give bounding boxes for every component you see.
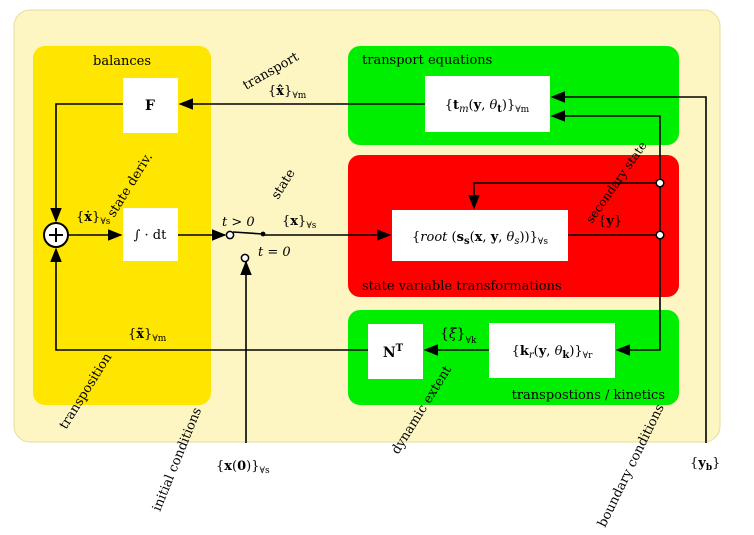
state-variable-transformations-title: state variable transformations <box>362 279 562 294</box>
root-box <box>392 210 568 261</box>
kinetics-box-label: {kr(y, θk)}∀r <box>512 344 594 361</box>
wire-secondary-loop <box>468 182 656 210</box>
switch-terminal-left <box>225 230 235 240</box>
y-node <box>655 230 665 240</box>
y-label: {y} <box>598 214 622 229</box>
wire-F-to-sum <box>50 103 123 223</box>
yb-label: {yb} <box>690 456 720 473</box>
transport-box-label: {tm(y, θt)}∀m <box>445 98 530 115</box>
F-label: F <box>145 98 155 114</box>
kinetics-box <box>489 323 615 378</box>
transport-box <box>425 76 550 132</box>
balances-region <box>33 46 211 405</box>
wire-boundary-conditions <box>550 91 707 443</box>
switch-terminal-pivot <box>260 231 266 237</box>
balances-title: balances <box>93 54 151 69</box>
secondary-state-node <box>655 178 665 188</box>
switch-terminal-bottom <box>240 253 250 263</box>
t-gt-0-label: t > 0 <box>222 215 255 230</box>
wire-y-to-transport <box>550 110 661 179</box>
switch-blade <box>232 231 264 235</box>
F-box <box>123 78 178 133</box>
NT-box <box>368 324 423 379</box>
integrator-box <box>123 208 178 261</box>
wire-y-to-kinetics <box>615 239 661 356</box>
integrator-label: ∫ · dt <box>134 228 167 243</box>
transport-equations-title: transport equations <box>362 53 492 68</box>
root-box-label: {root (ss(x, y, θs))}∀s <box>412 230 548 247</box>
x0-label: {x(0)}∀s <box>216 459 270 476</box>
transpositions-kinetics-title: transpostions / kinetics <box>512 388 665 403</box>
t-eq-0-label: t = 0 <box>258 245 291 260</box>
wire-NT-to-sum <box>50 247 368 351</box>
